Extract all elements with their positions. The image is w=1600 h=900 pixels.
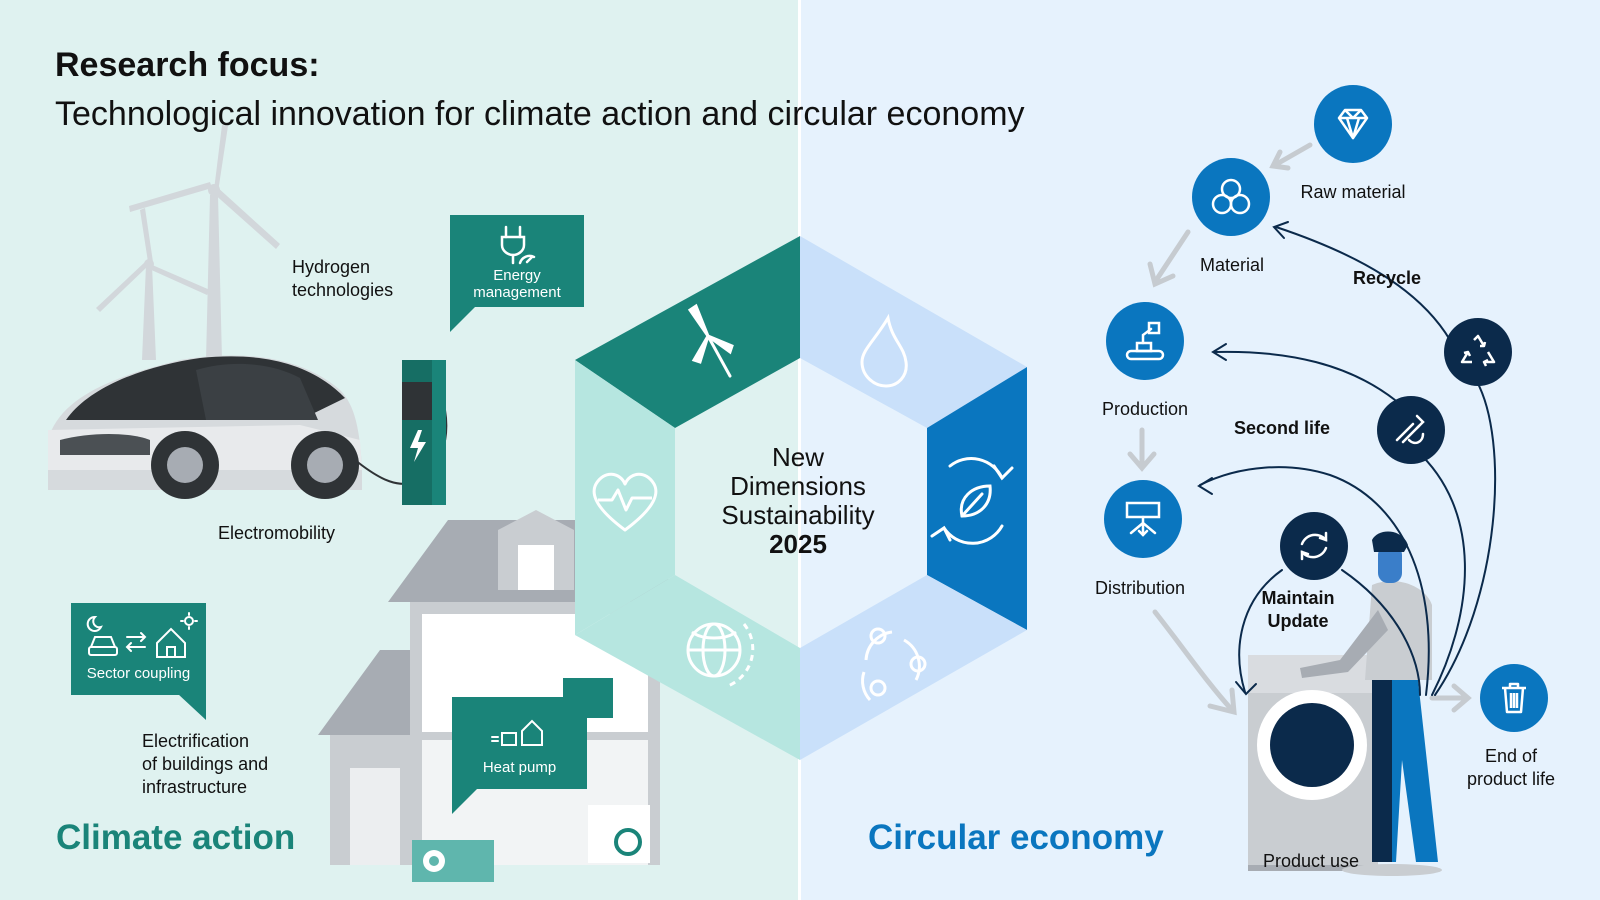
distribution-node: [1104, 480, 1182, 558]
person-illustration: [1300, 531, 1442, 876]
sector-coupling-label: Sector coupling: [86, 665, 191, 682]
sector-coupling-bubble: Sector coupling: [71, 603, 206, 695]
page-title: Research focus:: [55, 46, 320, 84]
maintain-arc-left: [1238, 569, 1283, 693]
raw-material-node: [1314, 85, 1392, 163]
hexagon-segment-bottom-left: [575, 575, 800, 760]
recycle-label: Recycle: [1352, 268, 1422, 288]
second-life-arc-lower: [1415, 449, 1466, 696]
trash-icon: [1502, 682, 1526, 714]
energy-management-label: Energy management: [473, 267, 561, 301]
energy-bubble-tail: [450, 306, 476, 332]
second-life-node: [1377, 396, 1445, 464]
center-label: New Dimensions Sustainability 2025: [698, 443, 898, 559]
maintain-node: [1280, 512, 1348, 580]
arrow-raw-to-material: [1272, 142, 1313, 168]
production-node: [1106, 302, 1184, 380]
charging-station-illustration: [402, 360, 446, 505]
second-life-arc-upper: [1213, 350, 1396, 401]
house-illustration: [318, 510, 685, 882]
car-illustration: [48, 355, 448, 499]
arrow-distribution-to-use: [1152, 609, 1235, 713]
robot-arm-icon: [1125, 321, 1165, 361]
people-network-icon: [861, 627, 927, 702]
sector-bubble-tail: [178, 694, 206, 720]
water-drop-icon: [860, 313, 908, 388]
electromobility-label: Electromobility: [218, 523, 336, 543]
washing-machine-illustration: [1248, 655, 1378, 871]
hexagon-segment-top-left: [575, 236, 800, 428]
wind-turbines-illustration: [96, 125, 280, 360]
distribution-icon: [1125, 501, 1161, 537]
center-line-2: Dimensions: [730, 471, 866, 501]
cycle-arrows-icon: [1300, 531, 1328, 561]
second-life-label: Second life: [1233, 418, 1331, 438]
center-line-1: New: [771, 442, 824, 472]
sector-coupling-icon: [86, 612, 198, 658]
energy-management-bubble: Energy management: [450, 215, 584, 307]
wind-turbine-icon: [687, 303, 734, 378]
circular-recycle-icon: [930, 457, 1014, 545]
heart-pulse-icon: [592, 472, 658, 532]
heat-pump-bubble: Heat pump: [452, 697, 587, 789]
production-label: Production: [1101, 399, 1189, 419]
recycle-arc-lower: [1434, 379, 1497, 696]
end-of-life-label: End of product life: [1466, 746, 1556, 789]
product-use-label: Product use: [1262, 851, 1360, 871]
molecules-icon: [1211, 178, 1251, 215]
second-life-icon: [1395, 414, 1425, 445]
globe-cycle-icon: [686, 622, 755, 688]
heat-pump-bubble-tail: [452, 788, 478, 814]
diamond-icon: [1337, 108, 1369, 140]
electrification-label: Electrification of buildings and infrast…: [142, 731, 269, 797]
maintain-update-label: Maintain Update: [1261, 588, 1335, 631]
raw-material-label: Raw material: [1300, 182, 1406, 202]
maintain-arc-outer: [1199, 466, 1430, 696]
recycle-node: [1444, 318, 1512, 386]
heat-pump-icon: [491, 719, 543, 746]
energy-plug-icon: [500, 225, 536, 265]
distribution-label: Distribution: [1094, 578, 1186, 598]
center-line-3: Sustainability: [721, 500, 875, 530]
recycle-icon: [1460, 334, 1496, 367]
recycle-arc-upper: [1275, 226, 1451, 341]
page-subtitle: Technological innovation for climate act…: [55, 95, 1025, 133]
maintain-arc-right: [1341, 569, 1421, 696]
hexagon-segment-top-right: [800, 236, 1027, 428]
hydrogen-label: Hydrogen technologies: [292, 257, 394, 300]
climate-action-title: Climate action: [56, 818, 296, 857]
circular-economy-title: Circular economy: [868, 818, 1164, 857]
hexagon-segment-left: [575, 360, 675, 635]
arrow-material-to-production: [1152, 229, 1191, 285]
material-node: [1192, 158, 1270, 236]
end-of-life-node: [1480, 664, 1548, 732]
heat-pump-label: Heat pump: [482, 759, 557, 776]
center-year: 2025: [769, 529, 827, 559]
material-label: Material: [1199, 255, 1265, 275]
panel-divider: [798, 0, 801, 900]
